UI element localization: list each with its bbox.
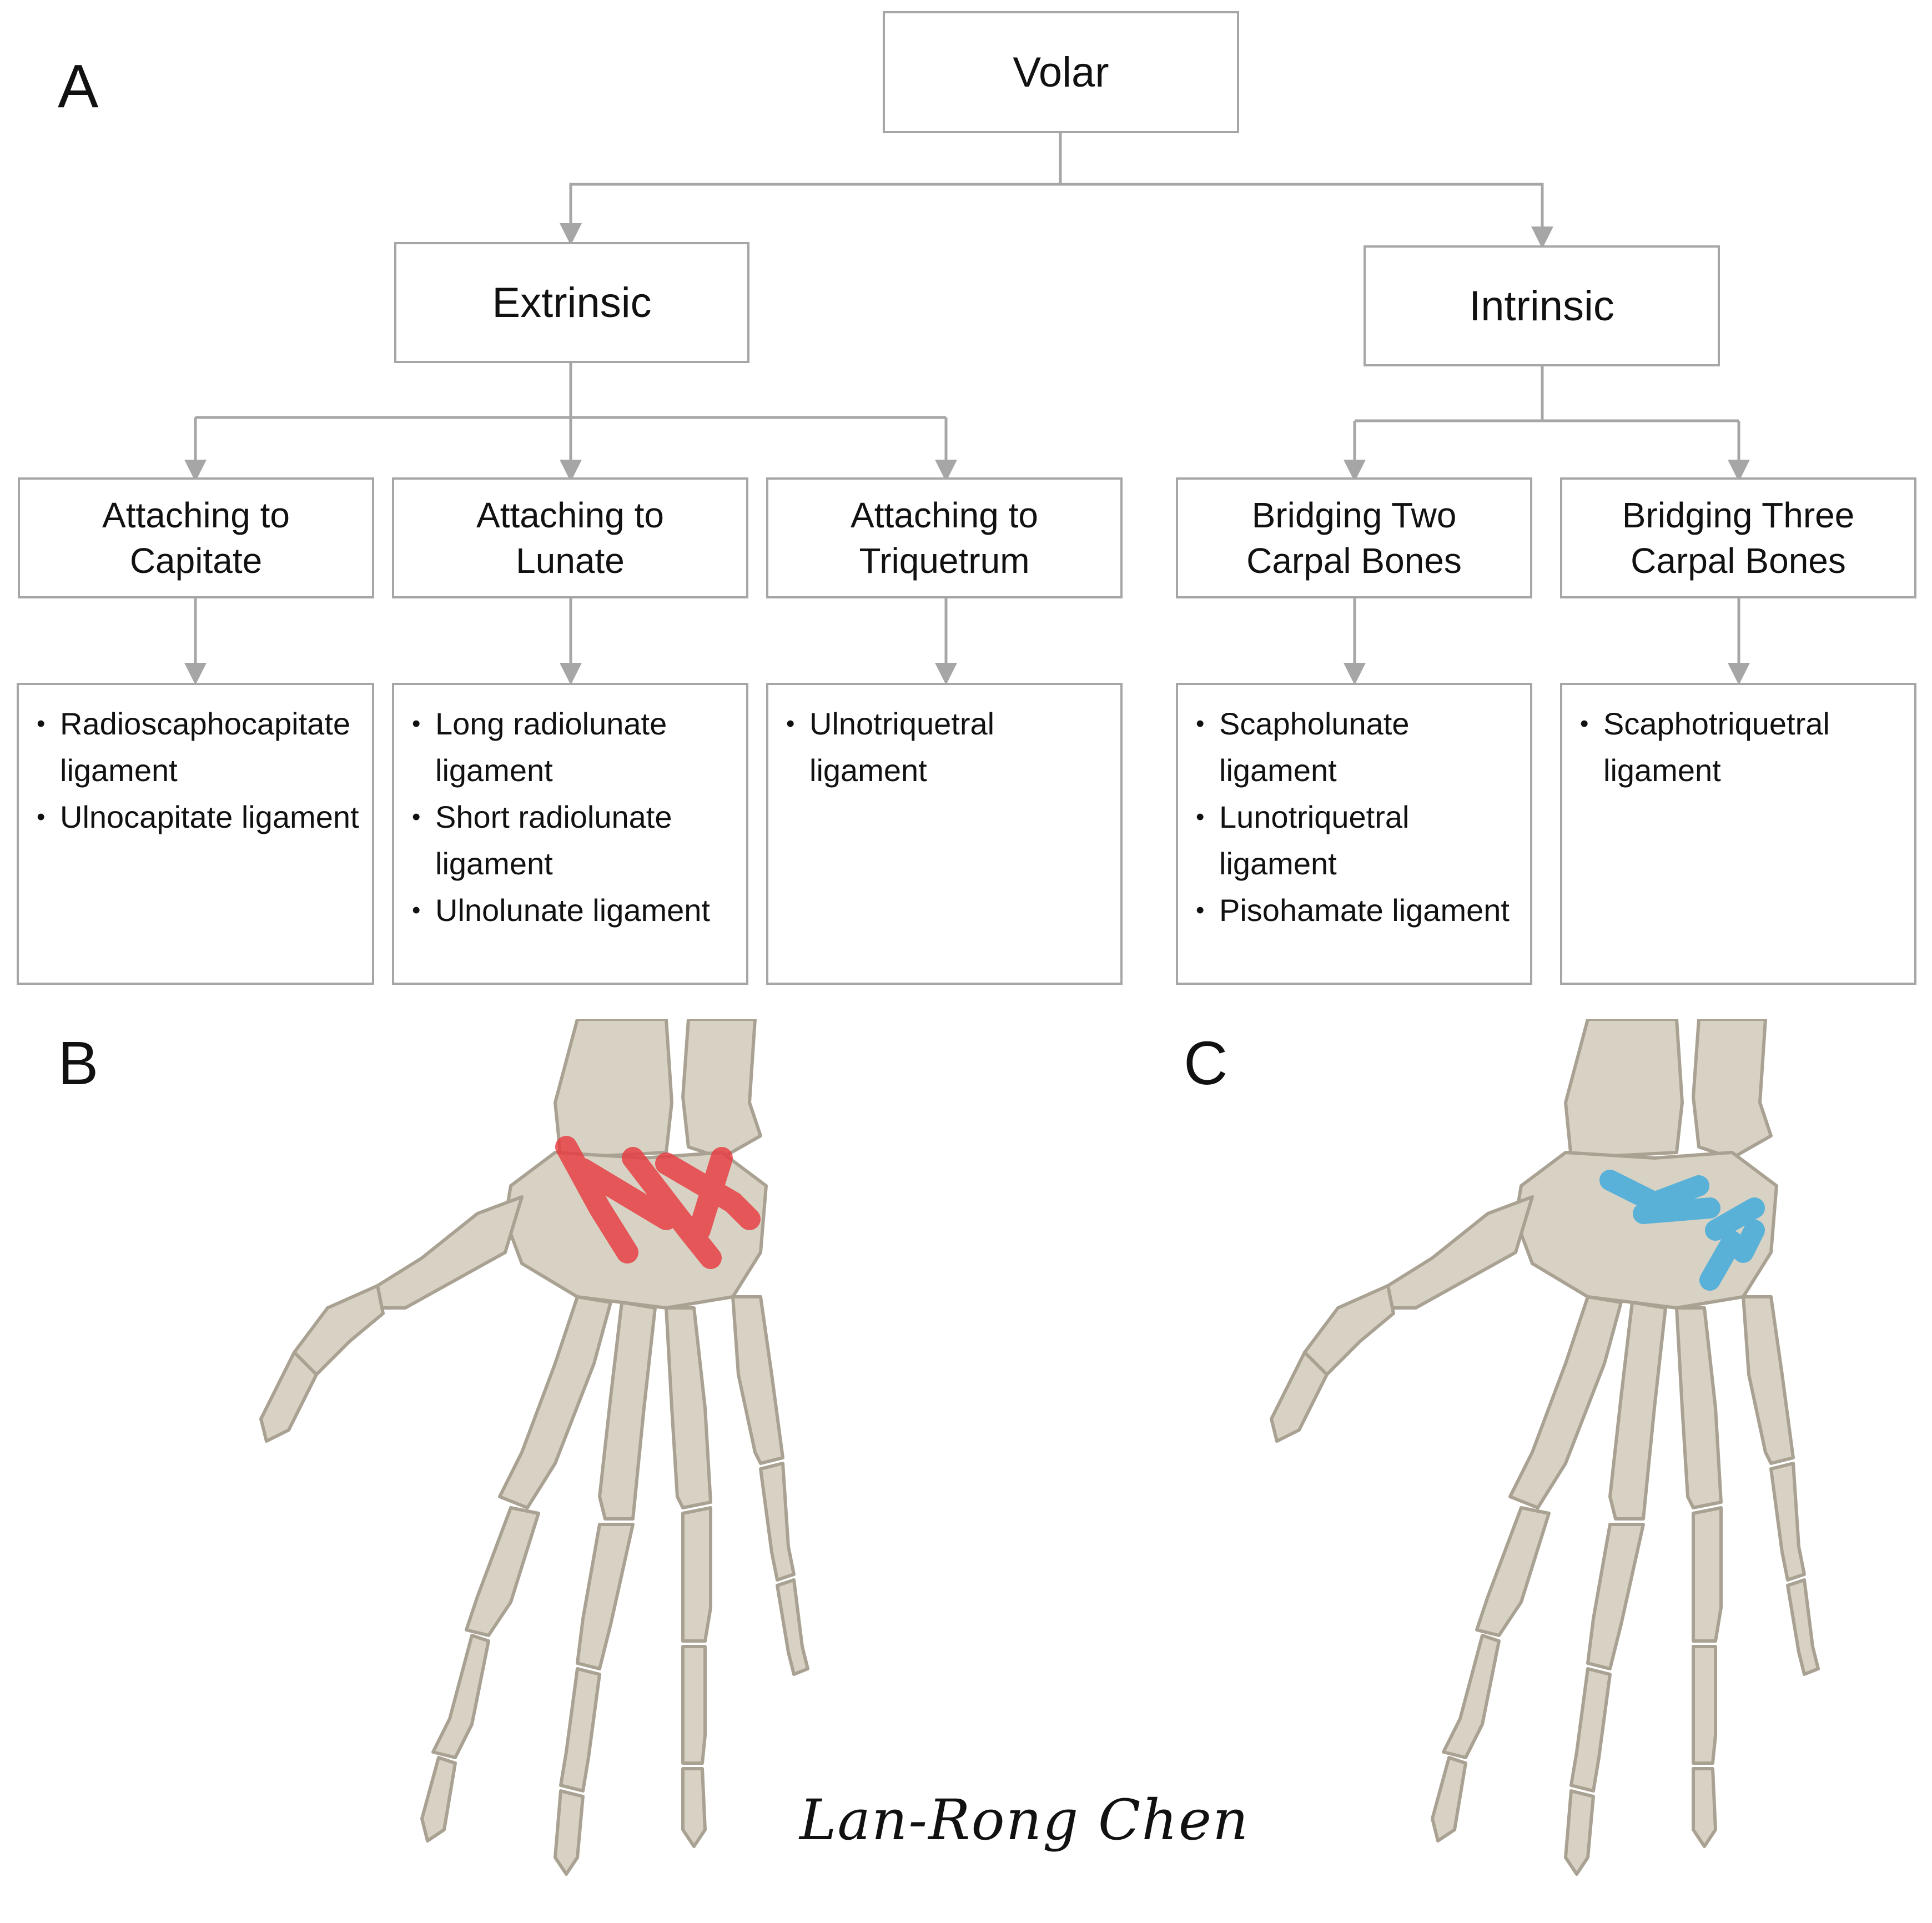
node-intrinsic-label: Intrinsic — [1469, 282, 1614, 330]
node-intrinsic: Intrinsic — [1364, 245, 1720, 366]
node-title-line1: Attaching to — [102, 495, 290, 535]
node-attaching-triquetrum: Attaching to Triquetrum — [766, 477, 1123, 598]
ligament-list: Scapholunate ligament Lunotriquetral lig… — [1178, 701, 1530, 934]
artist-signature: Lan-Rong Chen — [799, 1788, 1250, 1852]
ligament-item: Scapholunate ligament — [1194, 701, 1525, 794]
ligament-list: Long radiolunate ligament Short radiolun… — [394, 701, 746, 934]
ligament-item: Radioscaphocapitate ligament — [34, 701, 366, 794]
ligament-item: Ulnocapitate ligament — [34, 794, 366, 840]
hand-skeleton-intrinsic — [1270, 1019, 1820, 1876]
node-title-line1: Bridging Three — [1622, 495, 1855, 535]
ligament-item: Pisohamate ligament — [1194, 887, 1525, 934]
ligament-item: Scaphotriquetral ligament — [1578, 701, 1909, 794]
node-title-line2: Triquetrum — [859, 541, 1030, 581]
node-title-line2: Lunate — [516, 541, 625, 581]
node-volar: Volar — [883, 11, 1239, 133]
panel-label-a: A — [58, 52, 99, 120]
ligament-item: Long radiolunate ligament — [410, 701, 741, 794]
node-extrinsic-label: Extrinsic — [492, 279, 652, 326]
node-bridging-three: Bridging Three Carpal Bones — [1560, 477, 1916, 598]
ligament-item: Ulnolunate ligament — [410, 887, 741, 934]
hand-skeleton-extrinsic — [259, 1019, 809, 1876]
panel-label-c: C — [1184, 1029, 1228, 1098]
panel-label-b: B — [58, 1029, 99, 1098]
node-attaching-lunate: Attaching to Lunate — [392, 477, 748, 598]
node-title-line2: Carpal Bones — [1246, 541, 1462, 581]
list-lunate: Long radiolunate ligament Short radiolun… — [392, 683, 748, 985]
node-attaching-capitate: Attaching to Capitate — [18, 477, 374, 598]
list-capitate: Radioscaphocapitate ligament Ulnocapitat… — [17, 683, 374, 985]
node-extrinsic: Extrinsic — [394, 242, 749, 363]
list-bridging-three: Scaphotriquetral ligament — [1560, 683, 1916, 985]
ligament-list: Scaphotriquetral ligament — [1562, 701, 1914, 794]
ligament-list: Ulnotriquetral ligament — [768, 701, 1120, 794]
ligament-item: Lunotriquetral ligament — [1194, 794, 1525, 887]
tree-connectors — [184, 133, 1750, 685]
node-volar-label: Volar — [1013, 48, 1109, 96]
node-title-line2: Capitate — [129, 541, 263, 581]
node-title-line1: Attaching to — [476, 495, 664, 535]
ligament-list: Radioscaphocapitate ligament Ulnocapitat… — [19, 701, 372, 840]
node-title-line2: Carpal Bones — [1631, 541, 1846, 581]
list-bridging-two: Scapholunate ligament Lunotriquetral lig… — [1176, 683, 1532, 985]
node-title-line1: Attaching to — [851, 495, 1038, 535]
node-title-line1: Bridging Two — [1251, 495, 1457, 535]
ligament-item: Ulnotriquetral ligament — [784, 701, 1115, 794]
list-triquetrum: Ulnotriquetral ligament — [766, 683, 1123, 985]
ligament-item: Short radiolunate ligament — [410, 794, 741, 887]
node-bridging-two: Bridging Two Carpal Bones — [1176, 477, 1532, 598]
